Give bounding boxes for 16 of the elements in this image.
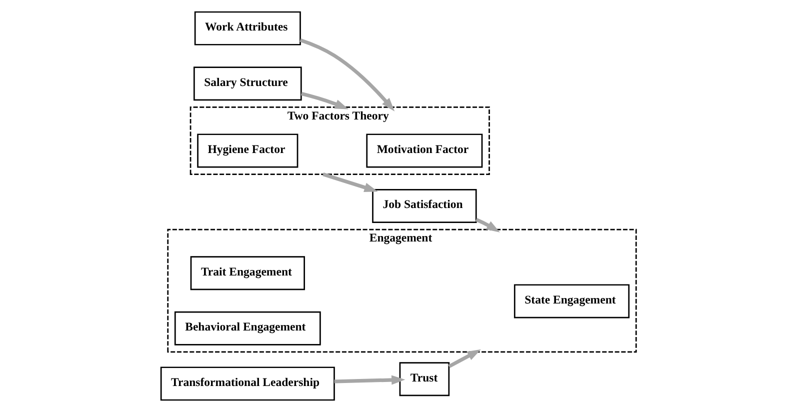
node-box: Work Attributes (194, 11, 300, 46)
node-box: Hygiene Factor (196, 134, 298, 168)
arrow (300, 92, 348, 110)
arrow (299, 38, 394, 112)
node-box: State Engagement (513, 284, 630, 318)
node-box: Behavioral Engagement (174, 311, 320, 346)
node-box: Trust (398, 362, 450, 396)
arrow (448, 349, 480, 368)
node-box: Salary Structure (192, 66, 302, 101)
node-box: Transformational Leadership (160, 366, 334, 401)
arrow (334, 375, 405, 385)
node-box: Motivation Factor (366, 134, 482, 168)
node-box: Job Satisfaction (372, 189, 476, 223)
arrow (474, 218, 500, 232)
arrow (322, 172, 378, 192)
node-box: Trait Engagement (190, 256, 304, 290)
